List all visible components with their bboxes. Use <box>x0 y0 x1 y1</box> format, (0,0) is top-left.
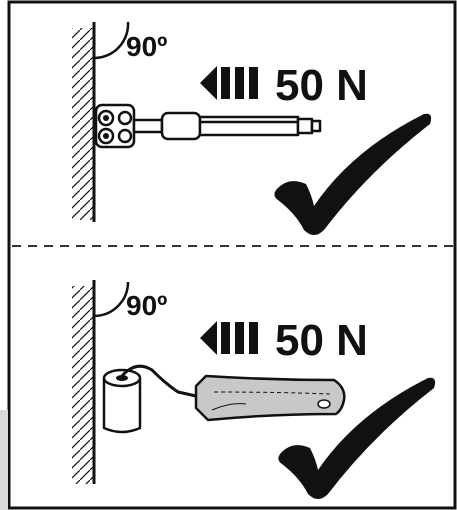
top-panel: 90º 50 N <box>72 21 432 235</box>
wall-hatching <box>72 28 94 220</box>
push-arrow-icon <box>200 66 258 100</box>
angle-label: 90º <box>126 290 167 321</box>
checkmark-icon <box>274 113 432 235</box>
push-arrow-icon <box>200 321 258 355</box>
wall-hatching <box>72 286 94 484</box>
right-angle-arc <box>93 21 130 60</box>
force-label: 50 N <box>275 316 368 365</box>
hinge-adapter-tool <box>94 103 322 149</box>
force-label: 50 N <box>275 61 368 110</box>
right-angle-arc <box>93 281 130 318</box>
left-edge-shade <box>0 410 8 510</box>
bottom-panel: 90º 50 N <box>72 280 436 499</box>
paint-roller-tool <box>102 364 346 434</box>
checkmark-icon <box>278 377 436 499</box>
angle-label: 90º <box>126 31 167 62</box>
